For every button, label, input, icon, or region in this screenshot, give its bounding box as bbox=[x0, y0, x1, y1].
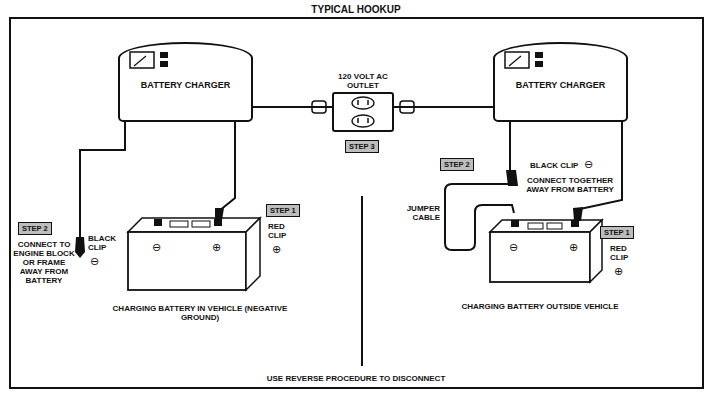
switch bbox=[160, 52, 168, 58]
clip-label: RED CLIP bbox=[268, 222, 296, 240]
slot bbox=[367, 100, 369, 105]
cable-label: JUMPER CABLE bbox=[396, 204, 440, 222]
polarity-sign: ⊕ bbox=[569, 242, 578, 253]
receptacle bbox=[352, 115, 374, 127]
red-cable bbox=[219, 122, 235, 211]
panel-caption: CHARGING BATTERY OUTSIDE VEHICLE bbox=[430, 302, 650, 311]
black-cable bbox=[80, 122, 125, 238]
switch bbox=[160, 61, 168, 67]
divider bbox=[361, 196, 363, 366]
battery-side bbox=[246, 218, 260, 290]
meter-needle bbox=[134, 56, 146, 66]
ac-outlet: 120 VOLT AC OUTLET bbox=[332, 92, 394, 132]
cell-cap bbox=[528, 223, 543, 229]
black-cable bbox=[509, 122, 511, 170]
step-tag: STEP 1 bbox=[266, 204, 300, 217]
receptacle bbox=[352, 97, 374, 109]
cell-cap bbox=[547, 223, 562, 229]
panel-caption: CHARGING BATTERY IN VEHICLE (NEGATIVE GR… bbox=[100, 304, 300, 322]
polarity-sign: ⊕ bbox=[212, 242, 221, 253]
terminal bbox=[511, 220, 519, 227]
black-clip bbox=[75, 237, 85, 258]
terminal bbox=[154, 219, 162, 226]
polarity-sign: ⊕ bbox=[614, 266, 623, 277]
step-number: STEP 2 bbox=[444, 160, 470, 169]
instruction-note: CONNECT TOGETHER AWAY FROM BATTERY bbox=[526, 176, 614, 194]
frame bbox=[10, 18, 703, 388]
clip-label: RED CLIP bbox=[610, 244, 638, 262]
clip-label: BLACK CLIP bbox=[530, 161, 578, 170]
meter bbox=[505, 52, 529, 68]
step-tag: STEP 1 bbox=[600, 226, 634, 239]
charger-label: BATTERY CHARGER bbox=[495, 44, 626, 90]
step-tag: STEP 2 bbox=[18, 222, 52, 235]
terminal bbox=[571, 220, 579, 227]
battery bbox=[128, 232, 246, 290]
step-number: STEP 1 bbox=[270, 206, 296, 215]
battery bbox=[490, 232, 590, 282]
meter bbox=[130, 52, 154, 68]
red-clip bbox=[215, 208, 224, 220]
slot bbox=[367, 118, 369, 123]
step-number: STEP 3 bbox=[349, 142, 375, 151]
cell-cap bbox=[192, 221, 210, 227]
polarity-sign: ⊕ bbox=[272, 244, 281, 255]
clip-label: BLACK CLIP bbox=[88, 234, 118, 252]
polarity-sign: ⊖ bbox=[152, 242, 161, 253]
polarity-sign: ⊖ bbox=[584, 159, 593, 170]
slot bbox=[357, 100, 359, 105]
step-tag: STEP 2 bbox=[440, 158, 474, 171]
step-number: STEP 1 bbox=[604, 228, 630, 237]
battery-charger: BATTERY CHARGER bbox=[118, 42, 253, 122]
battery-top bbox=[128, 218, 260, 232]
cell-cap bbox=[170, 221, 188, 227]
polarity-sign: ⊖ bbox=[90, 256, 99, 267]
footer-note: USE REVERSE PROCEDURE TO DISCONNECT bbox=[156, 374, 556, 383]
slot bbox=[357, 118, 359, 123]
diagram-title: TYPICAL HOOKUP bbox=[156, 4, 556, 15]
switch bbox=[535, 52, 543, 58]
instruction-note: CONNECT TO ENGINE BLOCK OR FRAME AWAY FR… bbox=[12, 240, 76, 285]
red-cable bbox=[580, 122, 622, 209]
battery-top bbox=[490, 220, 602, 232]
outlet-heading: 120 VOLT AC OUTLET bbox=[330, 72, 396, 90]
step-tag: STEP 3 bbox=[345, 140, 379, 153]
meter-needle bbox=[509, 56, 521, 66]
terminal bbox=[214, 219, 222, 226]
red-clip bbox=[573, 207, 583, 221]
step-number: STEP 2 bbox=[22, 224, 48, 233]
power-cord bbox=[253, 106, 332, 108]
power-cord bbox=[394, 106, 493, 108]
switch bbox=[535, 61, 543, 67]
battery-charger: BATTERY CHARGER bbox=[493, 42, 628, 122]
polarity-sign: ⊖ bbox=[509, 242, 518, 253]
charger-label: BATTERY CHARGER bbox=[120, 44, 251, 90]
